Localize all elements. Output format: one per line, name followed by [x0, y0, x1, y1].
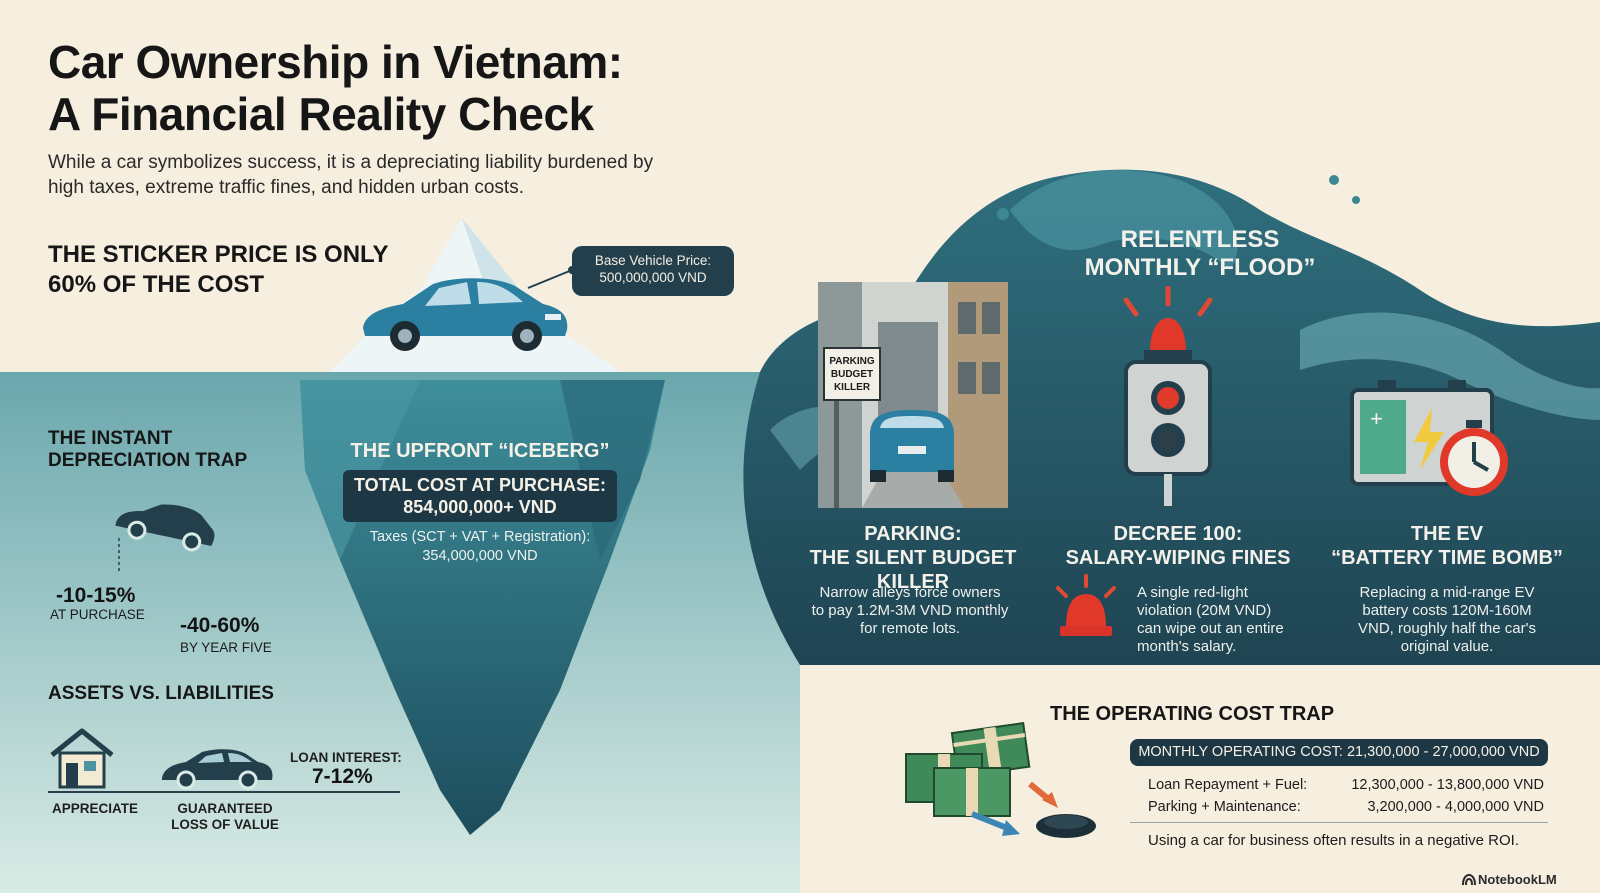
card-text-line: can wipe out an entire: [1137, 620, 1284, 637]
falling-car-icon: [115, 504, 215, 574]
brand-label: NotebookLM: [1478, 872, 1557, 887]
depreciation-heading-line: THE INSTANT: [48, 428, 173, 449]
title-line: A Financial Reality Check: [48, 88, 594, 140]
flood-heading-line: MONTHLY “FLOOD”: [1084, 254, 1316, 281]
callout-pointer: [527, 266, 576, 289]
loss-label-line: GUARANTEED: [177, 801, 273, 816]
svg-text:+: +: [1370, 406, 1383, 431]
card-title-line: SALARY-WIPING FINES: [1065, 547, 1291, 569]
fines-card-title: DECREE 100: SALARY-WIPING FINES: [1058, 522, 1298, 570]
sticker-heading: THE STICKER PRICE IS ONLY 60% OF THE COS…: [48, 240, 428, 300]
notebooklm-logo-icon: [1462, 874, 1476, 886]
sedan-car-icon: [363, 278, 568, 351]
taxes-label: Taxes (SCT + VAT + Registration):: [369, 529, 591, 545]
card-text-line: to pay 1.2M-3M VND monthly: [811, 602, 1009, 619]
assets-heading: ASSETS VS. LIABILITIES: [48, 683, 274, 704]
ev-battery-timer-icon: +: [1350, 380, 1508, 496]
page-subtitle: While a car symbolizes success, it is a …: [48, 150, 728, 200]
parking-sign-line: KILLER: [834, 382, 871, 393]
sticker-heading-line: 60% OF THE COST: [48, 271, 265, 298]
card-text-line: Narrow alleys force owners: [819, 584, 1001, 601]
card-text-line: month's salary.: [1137, 638, 1237, 655]
card-text-line: Replacing a mid-range EV: [1359, 584, 1535, 601]
subtitle-line: high taxes, extreme traffic fines, and h…: [48, 177, 524, 198]
ev-card-text: Replacing a mid-range EV battery costs 1…: [1322, 584, 1572, 656]
parking-sign-line: BUDGET: [831, 369, 873, 380]
siren-icon: [1056, 574, 1116, 636]
card-text-line: VND, roughly half the car's: [1358, 620, 1536, 637]
traffic-light-icon: [1123, 286, 1213, 506]
card-text-line: A single red-light: [1137, 584, 1248, 601]
operating-heading: THE OPERATING COST TRAP: [1050, 703, 1335, 725]
car-liability-icon: [162, 749, 273, 790]
title-line: Car Ownership in Vietnam:: [48, 36, 623, 88]
loan-interest-label: LOAN INTEREST:: [290, 750, 402, 765]
house-icon: [50, 728, 114, 789]
cost-row-value: 3,200,000 - 4,000,000 VND: [1367, 799, 1544, 815]
callout-label: Base Vehicle Price:: [594, 253, 712, 268]
subtitle-line: While a car symbolizes success, it is a …: [48, 152, 654, 173]
depreciation-heading-line: DEPRECIATION TRAP: [48, 450, 248, 471]
taxes-value: 354,000,000 VND: [422, 548, 538, 564]
fines-card-text: A single red-light violation (20M VND) c…: [1137, 584, 1307, 656]
cost-row-label: Loan Repayment + Fuel:: [1148, 777, 1308, 793]
cost-divider: [1130, 822, 1548, 823]
taxes-text: Taxes (SCT + VAT + Registration): 354,00…: [340, 528, 620, 566]
callout-value: 500,000,000 VND: [599, 270, 707, 285]
iceberg-heading: THE UPFRONT “ICEBERG”: [350, 440, 610, 462]
depreciation-year5-label: BY YEAR FIVE: [180, 640, 272, 655]
total-cost-label: TOTAL COST AT PURCHASE:: [354, 475, 606, 495]
card-title-line: THE EV: [1410, 523, 1484, 545]
depreciation-year5-value: -40-60%: [180, 614, 260, 637]
appreciate-label: APPRECIATE: [52, 801, 139, 816]
base-price-callout: Base Vehicle Price: 500,000,000 VND: [572, 246, 734, 296]
parking-card-title: PARKING: THE SILENT BUDGET KILLER: [778, 522, 1048, 594]
ev-card-title: THE EV “BATTERY TIME BOMB”: [1312, 522, 1582, 570]
card-title-line: “BATTERY TIME BOMB”: [1331, 547, 1563, 569]
total-cost-box: TOTAL COST AT PURCHASE: 854,000,000+ VND: [343, 470, 617, 522]
roi-note: Using a car for business often results i…: [1148, 832, 1520, 849]
assets-baseline: [48, 791, 400, 793]
card-text-line: for remote lots.: [859, 620, 961, 637]
depreciation-heading: THE INSTANT DEPRECIATION TRAP: [48, 428, 308, 472]
card-text-line: original value.: [1400, 638, 1494, 655]
sticker-heading-line: THE STICKER PRICE IS ONLY: [48, 241, 389, 268]
card-text-line: violation (20M VND): [1137, 602, 1272, 619]
parking-sign-line: PARKING: [829, 356, 875, 367]
parking-alley-illustration: PARKING BUDGET KILLER: [818, 282, 1008, 508]
flood-heading-line: RELENTLESS: [1120, 226, 1280, 253]
depreciation-purchase-label: AT PURCHASE: [50, 607, 145, 622]
parking-card-text: Narrow alleys force owners to pay 1.2M-3…: [790, 584, 1030, 638]
cost-row-label: Parking + Maintenance:: [1148, 799, 1301, 815]
loss-label-line: LOSS OF VALUE: [171, 817, 279, 832]
depreciation-purchase-value: -10-15%: [56, 584, 136, 607]
money-drain-icon: [905, 722, 1096, 838]
page-title: Car Ownership in Vietnam: A Financial Re…: [48, 36, 748, 140]
cost-row-value: 12,300,000 - 13,800,000 VND: [1351, 777, 1544, 793]
card-title-line: PARKING:: [864, 523, 962, 545]
total-cost-value: 854,000,000+ VND: [403, 497, 557, 517]
card-title-line: THE SILENT BUDGET KILLER: [809, 547, 1017, 593]
loan-interest-value: 7-12%: [312, 765, 373, 788]
card-title-line: DECREE 100:: [1113, 523, 1243, 545]
loss-label: GUARANTEED LOSS OF VALUE: [165, 801, 285, 833]
card-text-line: battery costs 120M-160M: [1362, 602, 1532, 619]
monthly-cost-pill: MONTHLY OPERATING COST: 21,300,000 - 27,…: [1130, 739, 1548, 766]
flood-heading: RELENTLESS MONTHLY “FLOOD”: [1050, 226, 1350, 282]
